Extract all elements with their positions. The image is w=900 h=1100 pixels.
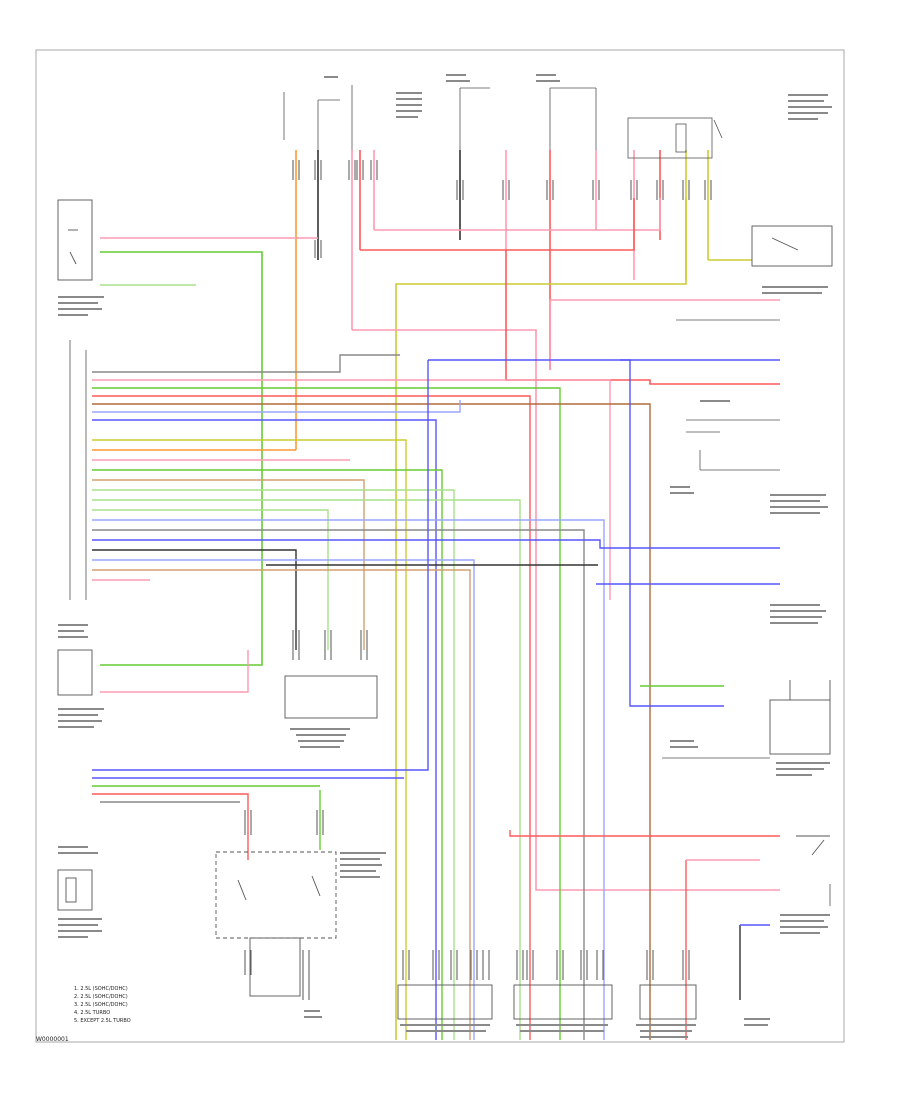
fine-print-blocks bbox=[58, 74, 832, 1038]
right-top-component bbox=[751, 225, 833, 267]
center-module-box bbox=[284, 675, 378, 719]
relay-box bbox=[215, 851, 337, 939]
top-labels bbox=[283, 85, 723, 159]
legend-line-4: 4. 2.5L TURBO bbox=[74, 1010, 110, 1016]
legend-line-2: 2. 2.5L (SOHC/DOHC) bbox=[74, 994, 128, 1000]
legend: 1. 2.5L (SOHC/DOHC) 2. 2.5L (SOHC/DOHC) … bbox=[74, 986, 131, 1024]
right-side-stubs bbox=[662, 319, 831, 906]
upper-routes bbox=[100, 198, 780, 1040]
legend-line-1: 1. 2.5L (SOHC/DOHC) bbox=[74, 986, 128, 992]
component-boxes bbox=[57, 199, 833, 1020]
top-feed-wires bbox=[295, 150, 709, 450]
left-sensor-box bbox=[57, 199, 93, 281]
bottom-module-pins bbox=[244, 630, 690, 1000]
legend-line-3: 3. 2.5L (SOHC/DOHC) bbox=[74, 1002, 128, 1008]
top-connector-pins bbox=[292, 160, 712, 258]
right-bottom-component bbox=[769, 699, 831, 755]
bottom-module-1 bbox=[397, 984, 493, 1020]
footer-code: W0000001 bbox=[36, 1036, 69, 1043]
legend-line-5: 5. EXCEPT 2.5L TURBO bbox=[74, 1018, 131, 1024]
bottom-module-2 bbox=[513, 984, 613, 1020]
mid-left-sensor-box bbox=[57, 649, 93, 696]
ecu-harness bbox=[92, 354, 780, 1040]
left-harness-connector bbox=[69, 340, 87, 600]
lower-left-sensor-box bbox=[57, 869, 93, 911]
bottom-module-3 bbox=[639, 984, 697, 1020]
diagram-frame bbox=[35, 49, 845, 1043]
